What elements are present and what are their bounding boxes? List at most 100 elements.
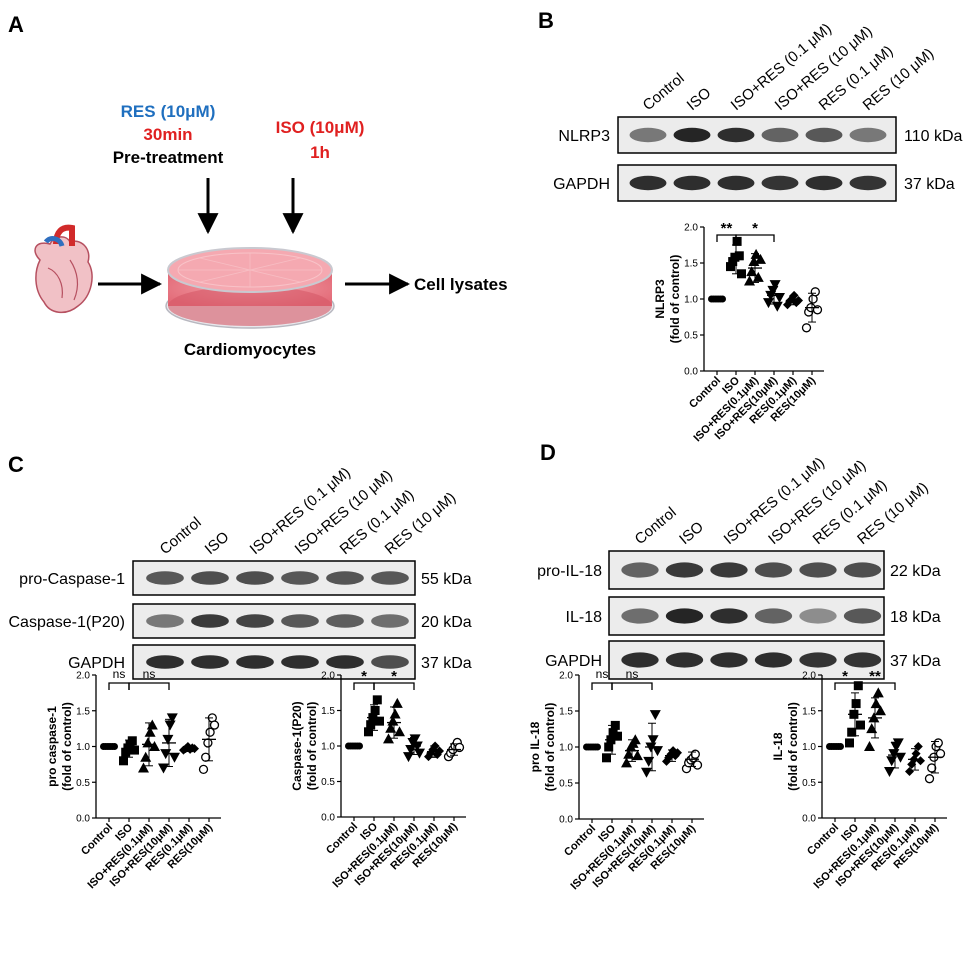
y-tick-label: 0.0 [802,814,816,825]
data-point [142,737,154,748]
data-point [366,720,376,730]
blot-band [805,127,843,143]
x-tick-label: Control [805,822,841,858]
y-tick-label: 1.5 [321,706,335,717]
blot-band [146,655,184,669]
data-point [454,742,465,753]
data-point [911,749,921,759]
series-points [905,742,925,777]
blot-band [191,655,229,669]
data-point [933,738,943,748]
data-point [734,251,744,261]
data-point [375,716,384,726]
significance-label: ns [596,667,609,681]
y-tick-label: 1.0 [802,742,816,753]
y-tick-label: 0.5 [802,778,816,789]
y-axis-label: IL-18 [771,732,785,760]
blot-band [717,175,755,191]
data-point [774,293,785,304]
blot-band [326,614,364,628]
blot-band [236,571,274,585]
series-points [641,710,663,778]
lane-label: ISO [684,84,715,114]
data-point [769,280,781,291]
y-tick-label: 0.0 [559,815,573,826]
blot-protein-label: GAPDH [553,176,610,193]
blot-band [326,655,364,669]
significance-label: * [361,668,367,685]
data-point [144,726,156,737]
blot-band [665,608,704,624]
blot-band [665,652,704,668]
dish-label: Cardiomyocytes [184,340,316,359]
data-point [647,735,659,746]
blot-band [621,608,659,624]
y-axis-label: pro IL-18 [528,721,542,772]
blot-band [371,655,409,669]
blot-band [754,652,793,668]
data-point [649,710,661,721]
blot-band [191,614,229,628]
significance-label: * [842,668,848,685]
y-tick-label: 2.0 [802,671,816,682]
data-point [888,749,900,760]
data-point [732,236,742,246]
blot-band [371,571,409,585]
blot-band [754,562,793,578]
significance-label: ** [869,668,881,685]
data-point [866,723,878,734]
blot-band [629,175,667,191]
significance-label: ns [626,667,639,681]
data-point [853,681,863,691]
chart-d2: 0.00.51.01.52.0IL-18(fold of control)Con… [771,668,947,891]
y-tick-label: 2.0 [684,223,698,234]
data-point [875,705,886,716]
series-points [924,738,946,784]
data-point [744,275,755,286]
data-point [414,748,425,759]
data-point [166,713,178,724]
blot-band [710,562,748,578]
data-point [621,757,632,768]
data-point [856,720,865,730]
y-tick-label: 0.5 [684,331,698,342]
y-tick-label: 0.5 [76,778,90,789]
y-tick-label: 0.0 [684,367,698,378]
data-point [905,767,914,777]
data-point [845,738,854,748]
blot-protein-label: GAPDH [545,653,602,670]
y-tick-label: 0.0 [76,814,90,825]
blot-size-label: 55 kDa [421,571,472,588]
blot-band [843,608,882,624]
data-point [864,741,875,751]
y-axis-label: (fold of control) [543,703,557,792]
data-point [643,756,655,767]
data-point [692,760,703,770]
iso-label-line1: ISO (10μM) [276,118,365,137]
blot-band [629,127,667,143]
y-axis-label: (fold of control) [305,702,319,791]
data-point [752,271,764,282]
data-point [623,748,635,759]
y-axis-label: (fold of control) [668,255,682,344]
x-tick-label: Control [687,375,723,411]
significance-bracket [128,682,170,690]
data-point [158,763,169,774]
x-tick-label: Control [324,821,360,857]
y-axis-label: (fold of control) [786,702,800,791]
data-point [370,706,380,715]
lane-label: ISO [202,528,233,558]
blot-band [849,127,887,143]
data-point [160,749,172,760]
data-point [205,727,215,737]
data-point [391,697,403,708]
